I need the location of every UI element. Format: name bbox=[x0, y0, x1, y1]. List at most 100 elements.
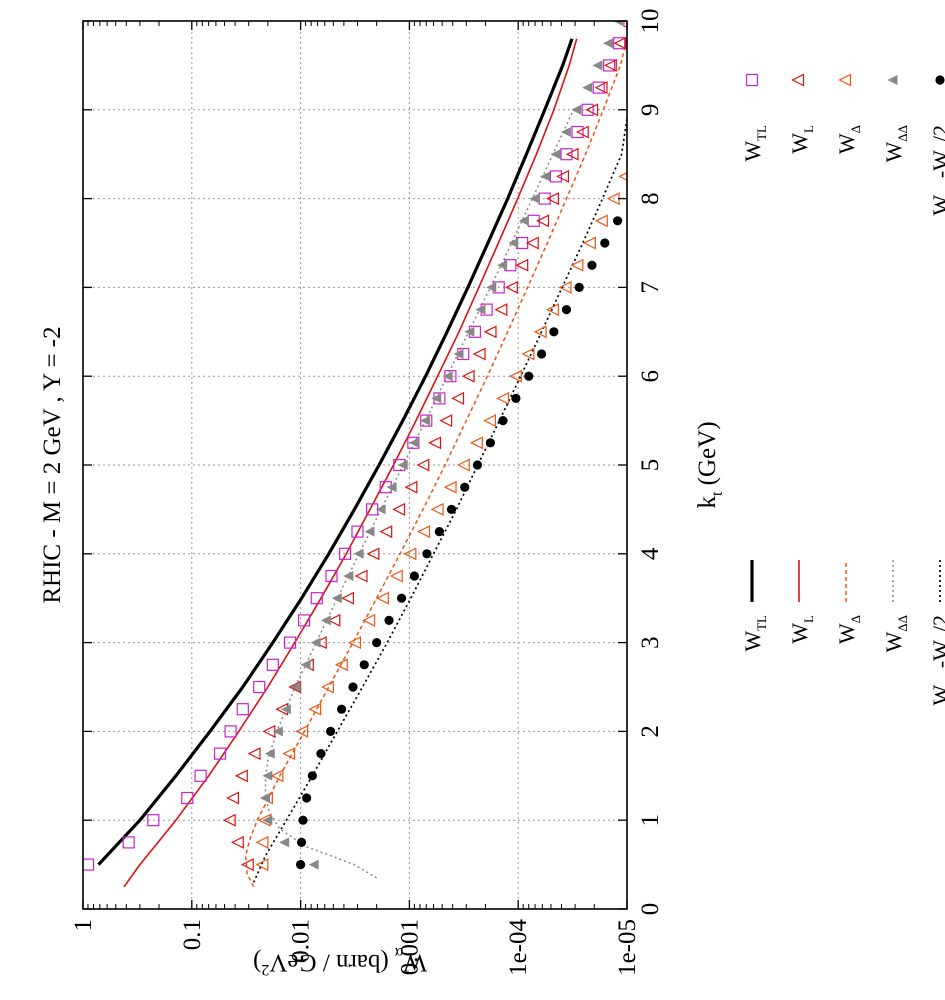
legend-line-label-3-part: W bbox=[881, 632, 906, 653]
data-point-0 bbox=[560, 148, 573, 161]
data-point-3 bbox=[320, 615, 331, 626]
data-point-3 bbox=[308, 859, 319, 870]
data-point-3 bbox=[386, 482, 397, 493]
legend-line-label-1-part: W bbox=[787, 623, 812, 644]
data-point-3 bbox=[331, 593, 342, 604]
data-point-2 bbox=[348, 636, 362, 650]
x-tick-label: 0 bbox=[637, 903, 664, 916]
legend-line-label-4-part: -W bbox=[928, 640, 945, 668]
x-axis-label-sub: t bbox=[709, 491, 726, 496]
data-point-1 bbox=[451, 391, 465, 405]
data-point-3 bbox=[364, 526, 375, 537]
data-point-1 bbox=[313, 636, 327, 650]
data-point-1 bbox=[483, 325, 497, 339]
y-tick-label: 1 bbox=[70, 919, 97, 932]
legend-marker-label-4-part: -W bbox=[928, 150, 945, 178]
data-point-0 bbox=[194, 769, 207, 782]
data-point-1 bbox=[585, 103, 599, 117]
data-point-1 bbox=[494, 303, 508, 317]
data-point-4 bbox=[316, 749, 326, 759]
data-point-4 bbox=[325, 726, 336, 736]
data-point-3 bbox=[582, 82, 593, 93]
data-point-2 bbox=[375, 591, 389, 605]
data-point-2 bbox=[334, 658, 348, 672]
data-point-2 bbox=[546, 303, 559, 317]
data-point-4 bbox=[298, 815, 308, 825]
data-point-0 bbox=[83, 858, 95, 871]
plot-area bbox=[83, 21, 627, 888]
data-point-2 bbox=[255, 858, 269, 872]
data-point-1 bbox=[240, 858, 254, 872]
data-point-0 bbox=[297, 614, 311, 627]
legend-marker-label-2-part: W bbox=[834, 133, 859, 154]
data-point-1 bbox=[546, 192, 559, 206]
y-axis-label-unit: (barn / GeV bbox=[269, 949, 395, 976]
data-point-0 bbox=[253, 680, 266, 694]
data-point-3 bbox=[408, 437, 419, 448]
data-point-1 bbox=[327, 613, 341, 627]
legend-marker-label-2: WΔ bbox=[834, 125, 863, 154]
legend-marker-sample-2 bbox=[838, 73, 852, 87]
data-point-2 bbox=[508, 369, 522, 383]
data-point-1 bbox=[392, 502, 406, 516]
data-point-3 bbox=[353, 548, 364, 559]
legend-line-label-2-part: Δ bbox=[848, 615, 863, 623]
y-axis-label-sup: 2 bbox=[261, 961, 269, 978]
data-point-1 bbox=[222, 813, 236, 827]
data-point-4 bbox=[524, 371, 534, 381]
data-point-0 bbox=[351, 525, 364, 538]
chart-title: RHIC - M = 2 GeV , Y = -2 bbox=[39, 326, 66, 603]
data-point-1 bbox=[439, 414, 453, 428]
data-point-3 bbox=[310, 637, 321, 648]
data-point-3 bbox=[272, 726, 283, 737]
data-point-3 bbox=[262, 815, 273, 826]
data-point-1 bbox=[613, 36, 627, 50]
x-tick-label: 7 bbox=[637, 281, 664, 294]
data-point-1 bbox=[404, 480, 418, 494]
data-point-1 bbox=[461, 369, 475, 383]
legend-line-label-4: WΔΔ-WL/2 bbox=[928, 615, 945, 706]
data-point-1 bbox=[525, 236, 539, 250]
data-point-2 bbox=[403, 547, 417, 561]
data-point-3 bbox=[540, 171, 551, 182]
y-tick-label: 0.01 bbox=[288, 919, 315, 963]
data-point-1 bbox=[515, 258, 529, 272]
data-point-4 bbox=[472, 460, 483, 470]
y-axis-label: Wα (barn / GeV2) bbox=[253, 944, 427, 978]
data-point-3 bbox=[280, 704, 291, 715]
x-tick-label: 8 bbox=[637, 192, 664, 205]
x-tick-label: 2 bbox=[637, 725, 664, 738]
x-tick-label: 1 bbox=[637, 814, 664, 827]
x-tick-label: 9 bbox=[637, 104, 664, 117]
y-tick-label: 0.1 bbox=[179, 919, 206, 950]
x-axis-label: kt (GeV) bbox=[694, 421, 726, 508]
data-point-4 bbox=[384, 615, 394, 625]
data-point-2 bbox=[430, 502, 444, 516]
data-point-3 bbox=[375, 504, 386, 515]
data-point-3 bbox=[442, 371, 453, 382]
data-point-1 bbox=[565, 147, 579, 161]
data-point-2 bbox=[618, 169, 627, 183]
legend-marker-label-3-part: ΔΔ bbox=[895, 125, 910, 142]
data-point-2 bbox=[570, 258, 584, 272]
data-point-3 bbox=[486, 282, 497, 293]
data-point-2 bbox=[389, 569, 403, 583]
data-point-0 bbox=[122, 836, 135, 849]
data-point-3 bbox=[497, 260, 508, 271]
legend-marker-label-4-part: W bbox=[928, 195, 945, 216]
legend-marker-label-3: WΔΔ bbox=[881, 125, 910, 163]
x-tick-label: 6 bbox=[637, 370, 664, 383]
data-point-3 bbox=[453, 349, 464, 359]
data-point-1 bbox=[536, 214, 550, 228]
y-axis-label-sub: α bbox=[394, 944, 403, 961]
data-point-3 bbox=[397, 460, 408, 470]
y-tick-label: 1e-04 bbox=[505, 919, 532, 976]
data-point-0 bbox=[310, 592, 323, 605]
data-point-3 bbox=[518, 215, 529, 226]
legend-line-label-2: WΔ bbox=[834, 615, 863, 644]
data-point-4 bbox=[296, 860, 306, 870]
data-point-4 bbox=[549, 327, 559, 337]
